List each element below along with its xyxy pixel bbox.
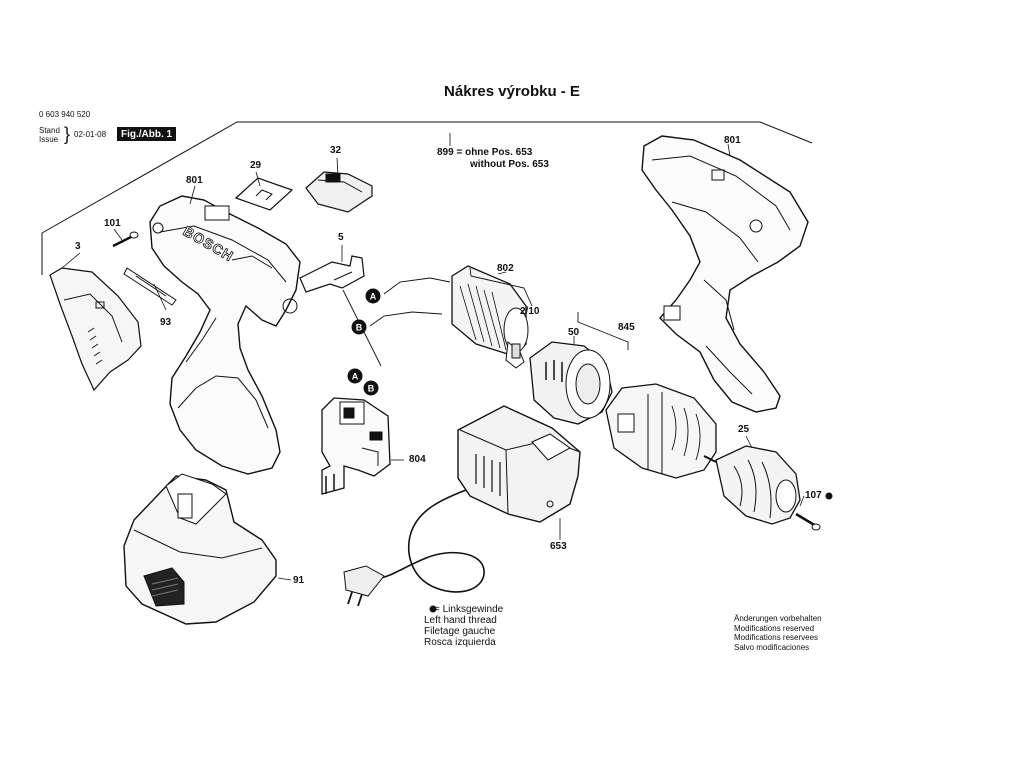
part-number: 0 603 940 520 bbox=[39, 110, 91, 119]
part-32-button bbox=[305, 171, 373, 213]
part-801-housing-left bbox=[149, 195, 301, 475]
part-845-chuck-assembly bbox=[605, 383, 717, 479]
stand-label: Stand bbox=[39, 126, 60, 135]
mods-line-1: Änderungen vorbehalten bbox=[734, 614, 822, 623]
mods-line-4: Salvo modificaciones bbox=[734, 642, 810, 652]
issue-date: 02-01-08 bbox=[74, 130, 107, 139]
label-802: 802 bbox=[497, 263, 514, 274]
legend-line-1: = Linksgewinde bbox=[434, 604, 504, 615]
bracket-845 bbox=[577, 312, 629, 350]
mods-line-2: Modifications reserved bbox=[734, 623, 815, 633]
part-801-housing-right bbox=[641, 135, 809, 413]
label-93: 93 bbox=[160, 317, 172, 328]
wire-label-a-1: A bbox=[370, 292, 377, 302]
legend-line-2: Left hand thread bbox=[424, 615, 497, 626]
label-3: 3 bbox=[75, 241, 81, 252]
note-899-line2: without Pos. 653 bbox=[470, 159, 549, 170]
part-802-motor bbox=[451, 265, 529, 369]
leader-lines bbox=[61, 133, 805, 581]
label-101: 101 bbox=[104, 218, 121, 229]
frame-outline bbox=[41, 121, 813, 275]
wire-label-b-2: B bbox=[368, 384, 375, 394]
modifications-note: Änderungen vorbehalten Modifications res… bbox=[734, 614, 822, 652]
label-29: 29 bbox=[250, 160, 262, 171]
lh-thread-dot-legend bbox=[429, 605, 437, 613]
label-845: 845 bbox=[618, 322, 635, 333]
label-25: 25 bbox=[738, 424, 750, 435]
label-50: 50 bbox=[568, 327, 580, 338]
brace-glyph: } bbox=[64, 124, 71, 144]
label-653: 653 bbox=[550, 541, 567, 552]
figure-label: Fig./Abb. 1 bbox=[117, 127, 177, 141]
label-5: 5 bbox=[338, 232, 344, 243]
part-5-switch bbox=[299, 255, 365, 293]
part-93-bit bbox=[123, 267, 177, 306]
label-32: 32 bbox=[330, 145, 342, 156]
legend-line-4: Rosca izquierda bbox=[424, 637, 496, 648]
thread-legend: = Linksgewinde Left hand thread Filetage… bbox=[424, 604, 503, 648]
wire-label-b-1: B bbox=[356, 323, 363, 333]
issue-label: Issue bbox=[39, 135, 59, 144]
part-804-switch-module bbox=[321, 397, 391, 495]
part-101-screw bbox=[112, 231, 139, 248]
label-801-left: 801 bbox=[186, 175, 203, 186]
label-801-right: 801 bbox=[724, 135, 741, 146]
part-91-battery bbox=[123, 473, 277, 625]
part-25-sleeve bbox=[715, 445, 801, 525]
label-2-10: 2/10 bbox=[520, 306, 540, 317]
lh-thread-dot-107 bbox=[825, 492, 833, 500]
legend-line-3: Filetage gauche bbox=[424, 626, 496, 637]
mods-line-3: Modifications reservees bbox=[734, 633, 819, 642]
part-653-charger bbox=[343, 405, 581, 607]
page-title: Nákres výrobku - E bbox=[444, 83, 580, 100]
label-91: 91 bbox=[293, 575, 305, 586]
part-29-plate bbox=[234, 177, 294, 211]
wire-label-a-2: A bbox=[352, 372, 359, 382]
part-3-side-cover bbox=[49, 267, 142, 392]
part-107-screw bbox=[795, 512, 821, 531]
note-899: 899 = ohne Pos. 653 without Pos. 653 bbox=[437, 147, 549, 171]
part-50-gearbox bbox=[529, 341, 613, 425]
label-107: 107 bbox=[805, 490, 822, 501]
note-899-line1: 899 = ohne Pos. 653 bbox=[437, 147, 533, 158]
label-804: 804 bbox=[409, 454, 426, 465]
wire-connectors bbox=[347, 288, 381, 396]
bracket-802 bbox=[469, 267, 533, 307]
